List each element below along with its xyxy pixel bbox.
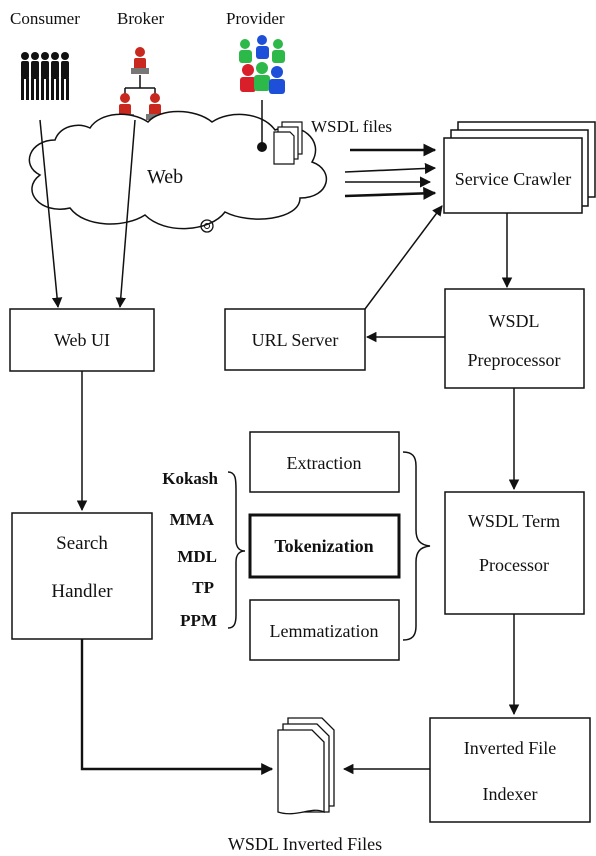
crawl-arrows [344, 143, 437, 200]
method-item: Kokash [162, 469, 218, 488]
broker-to-webui-arrow [115, 119, 136, 309]
inverted-files-icon [277, 717, 335, 815]
urlserver-to-crawler-arrow [364, 205, 443, 310]
search-handler-line1: Search [56, 533, 108, 554]
method-item: PPM [180, 611, 217, 630]
provider-icon [239, 35, 285, 94]
method-item: MMA [170, 510, 215, 529]
extraction-label: Extraction [287, 453, 362, 473]
provider-label: Provider [226, 9, 285, 28]
broker-label: Broker [117, 9, 165, 28]
wsdl-preprocessor-line2: Preprocessor [468, 350, 561, 370]
inverted-file-indexer-box [429, 717, 591, 823]
steps-brace [402, 451, 431, 641]
lemmatization-box [249, 599, 400, 661]
inverted-files-label: WSDL Inverted Files [228, 834, 382, 854]
tokenization-box [248, 513, 401, 579]
inverted-file-indexer-line2: Indexer [483, 784, 538, 804]
wsdl-files-label: WSDL files [311, 117, 392, 136]
consumer-to-webui-arrow [39, 119, 63, 309]
consumer-label: Consumer [10, 9, 80, 28]
wsdl-term-processor-line1: WSDL Term [468, 511, 560, 531]
url-server-label: URL Server [252, 330, 339, 350]
web-cloud [28, 110, 328, 233]
web-ui-box [9, 308, 155, 372]
broker-icon [116, 47, 164, 120]
wsdl-preprocessor-line1: WSDL [489, 311, 540, 331]
web-label: Web [147, 166, 183, 188]
consumer-icon [21, 52, 69, 100]
methods-list: Kokash MMA MDL TP PPM [162, 469, 218, 630]
search-handler-box [11, 512, 153, 640]
method-item: TP [192, 578, 214, 597]
tokenization-label: Tokenization [274, 536, 373, 556]
wsdl-term-processor-line2: Processor [479, 555, 549, 575]
methods-brace [227, 471, 246, 629]
searchhandler-to-files-arrow [80, 639, 274, 775]
wsdl-term-processor-box [444, 491, 585, 615]
search-handler-line2: Handler [51, 581, 113, 602]
service-crawler-box: Service Crawler [443, 121, 596, 214]
wsdl-files-icon [257, 100, 303, 165]
lemmatization-label: Lemmatization [270, 621, 379, 641]
inverted-file-indexer-line1: Inverted File [464, 738, 556, 758]
web-ui-label: Web UI [54, 330, 110, 350]
method-item: MDL [177, 547, 217, 566]
url-server-box [224, 308, 366, 371]
service-crawler-label: Service Crawler [455, 169, 571, 189]
extraction-box [249, 431, 400, 493]
wsdl-preprocessor-box [444, 288, 585, 389]
